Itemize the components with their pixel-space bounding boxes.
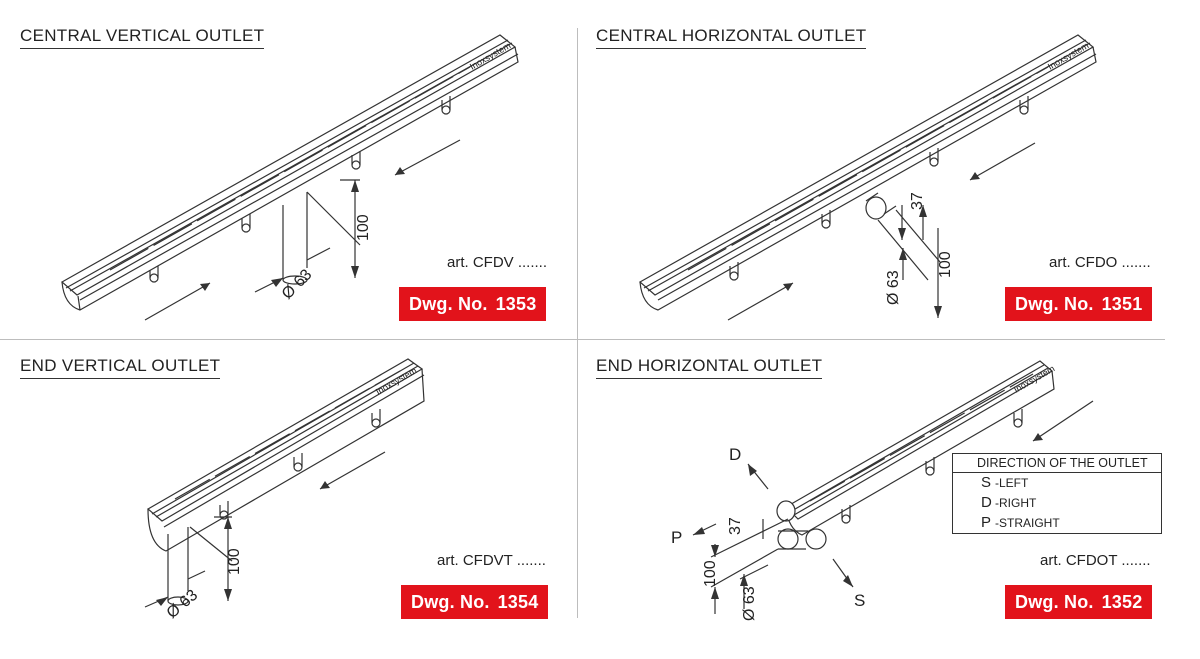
drawing-number-label: Dwg. No. — [411, 592, 490, 612]
drawing-number-badge: Dwg. No. 1353 — [399, 287, 547, 321]
horizontal-divider — [0, 339, 1165, 340]
drawing-number-badge: Dwg. No. 1352 — [1005, 585, 1153, 619]
panel-title: END HORIZONTAL OUTLET — [596, 356, 823, 379]
dim-diameter-label: Ø 63 — [164, 587, 202, 622]
panel-title: CENTRAL HORIZONTAL OUTLET — [596, 26, 867, 49]
drawing-number: 1352 — [1101, 592, 1143, 612]
dim-diameter-label: Ø 63 — [279, 266, 316, 303]
drawing-number-label: Dwg. No. — [1015, 592, 1094, 612]
legend-text: -STRAIGHT — [995, 516, 1060, 530]
legend-code: P — [981, 514, 992, 531]
article-code: art. CFDO ....... — [1049, 254, 1151, 271]
dim-height-label: 100 — [937, 251, 954, 278]
dim-diameter-label: Ø 63 — [741, 586, 758, 621]
dim-offset-label: 37 — [909, 192, 926, 210]
panel-title: END VERTICAL OUTLET — [20, 356, 221, 379]
panel-central-horizontal-outlet: CENTRAL HORIZONTAL OUTLET — [578, 0, 1200, 339]
legend-text: -LEFT — [995, 476, 1029, 490]
direction-label-p: P — [671, 528, 682, 547]
legend-code: D — [981, 494, 992, 511]
legend-row: P-STRAIGHT — [953, 513, 1161, 533]
vertical-divider — [577, 28, 578, 618]
article-code: art. CFDVT ....... — [437, 552, 546, 569]
legend-title: DIRECTION OF THE OUTLET — [953, 454, 1161, 473]
drawing-end-horizontal: 37 100 Ø 63 D P S Inoxsystem — [671, 360, 1094, 621]
direction-legend: DIRECTION OF THE OUTLET S-LEFT D-RIGHT P… — [952, 453, 1162, 534]
drawing-central-horizontal: 37 100 Ø 63 Inoxsystem — [638, 34, 1097, 321]
panel-central-vertical-outlet: CENTRAL VERTICAL OUTLET — [0, 0, 578, 339]
panel-title: CENTRAL VERTICAL OUTLET — [20, 26, 265, 49]
legend-code: S — [981, 474, 992, 491]
direction-label-d: D — [729, 445, 741, 464]
drawing-number-label: Dwg. No. — [409, 294, 488, 314]
panel-end-horizontal-outlet: END HORIZONTAL OUTLET — [578, 339, 1200, 659]
legend-text: -RIGHT — [995, 496, 1037, 510]
dim-height-label: 100 — [702, 560, 719, 587]
drawing-number: 1351 — [1101, 294, 1143, 314]
direction-label-s: S — [854, 591, 865, 610]
dim-offset-label: 37 — [727, 517, 744, 535]
legend-row: D-RIGHT — [953, 493, 1161, 513]
legend-row: S-LEFT — [953, 473, 1161, 493]
dim-height-label: 100 — [226, 548, 243, 575]
article-code: art. CFDV ....... — [447, 254, 548, 271]
dim-height-label: 100 — [355, 214, 372, 241]
drawing-number: 1353 — [495, 294, 537, 314]
panel-end-vertical-outlet: END VERTICAL OUTLET — [0, 339, 578, 659]
drawing-central-vertical: 100 Ø 63 Inoxsystem — [60, 34, 519, 321]
drawing-number-badge: Dwg. No. 1354 — [401, 585, 549, 619]
drawing-number: 1354 — [497, 592, 539, 612]
drawing-end-vertical: 100 Ø 63 Inoxsystem — [144, 358, 425, 622]
article-code: art. CFDOT ....... — [1040, 552, 1151, 569]
dim-diameter-label: Ø 63 — [885, 270, 902, 305]
drawing-number-badge: Dwg. No. 1351 — [1005, 287, 1153, 321]
drawing-number-label: Dwg. No. — [1015, 294, 1094, 314]
